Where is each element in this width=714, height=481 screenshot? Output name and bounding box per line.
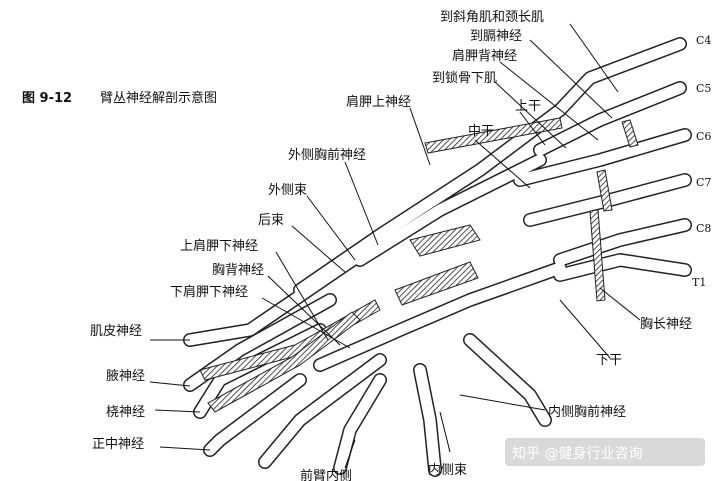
label-musculocutaneous: 肌皮神经 <box>90 324 142 339</box>
label-median: 正中神经 <box>92 437 144 452</box>
root-label-c4: C4 <box>696 34 711 47</box>
label-upper-trunk: 上干 <box>515 99 541 114</box>
label-phrenic: 到膈神经 <box>470 29 522 44</box>
text-labels: 到斜角肌和颈长肌 到膈神经 肩胛背神经 到锁骨下肌 上干 肩胛上神经 中干 外侧… <box>90 10 692 481</box>
watermark: 知乎 @健身行业咨询 <box>505 438 705 466</box>
label-suprascapular: 肩胛上神经 <box>346 94 411 110</box>
root-label-c5: C5 <box>696 82 711 95</box>
label-radial: 桡神经 <box>106 405 145 420</box>
label-upper-subscapular: 上肩胛下神经 <box>180 238 258 254</box>
label-lateral-cord: 外侧束 <box>268 183 307 198</box>
root-label-t1: T1 <box>692 276 706 289</box>
root-label-c8: C8 <box>696 222 711 235</box>
label-middle-trunk: 中干 <box>468 124 494 139</box>
label-medial-pectoral: 内侧胸前神经 <box>548 404 626 420</box>
figure-number: 图 9-12 <box>22 91 72 106</box>
label-lower-subscapular: 下肩胛下神经 <box>170 284 248 300</box>
label-thoracodorsal: 胸背神经 <box>212 263 264 278</box>
figure-caption: 臂丛神经解剖示意图 <box>100 90 217 106</box>
label-lateral-pectoral: 外侧胸前神经 <box>288 147 366 163</box>
label-posterior-cord: 后束 <box>258 213 284 228</box>
root-label-c7: C7 <box>696 176 711 189</box>
leader-lines <box>149 23 641 469</box>
label-medial-antebrachial: 前臂内侧 <box>300 468 352 481</box>
watermark-text: 知乎 @健身行业咨询 <box>512 445 642 462</box>
root-labels: C4 C5 C6 C7 C8 T1 <box>692 34 711 289</box>
label-dorsal-scapular: 肩胛背神经 <box>452 48 517 64</box>
label-scalene: 到斜角肌和颈长肌 <box>440 10 544 25</box>
label-lower-trunk: 下干 <box>596 353 622 368</box>
label-long-thoracic: 胸长神经 <box>640 317 692 332</box>
root-label-c6: C6 <box>696 130 711 143</box>
label-medial-cord: 内侧束 <box>428 462 467 478</box>
label-subclavius: 到锁骨下肌 <box>432 70 497 86</box>
label-axillary: 腋神经 <box>106 369 145 384</box>
nerve-drawing <box>183 37 692 477</box>
figure-title: 图 9-12 臂丛神经解剖示意图 <box>22 90 217 106</box>
